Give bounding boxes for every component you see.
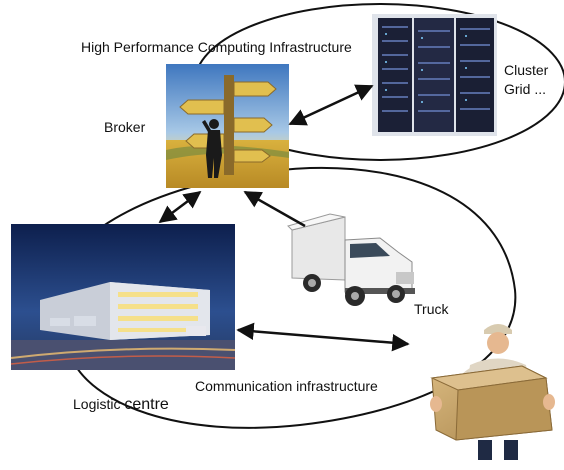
delivery-man-image [430,324,555,460]
arrow-truck-broker [243,190,306,228]
hpc-label: High Performance Computing Infrastructur… [81,39,352,55]
arrow-broker-logistic [158,190,202,224]
arrow-broker-cluster [288,84,374,126]
cluster-label: Cluster [504,62,549,78]
truck-image [287,213,415,306]
arrow-logistic-deliveryman [236,322,410,352]
logistic-label-prefix: Logistic [73,396,125,412]
broker-label: Broker [104,119,146,135]
logistic-centre-label: Logistic centre [73,396,169,414]
server-cluster-image [372,14,497,136]
grid-label: Grid ... [504,81,547,97]
communication-label: Communication infrastructure [195,378,378,394]
broker-image [166,64,289,188]
logistics-loop-ellipse [61,166,517,429]
truck-label: Truck [414,301,449,317]
logistic-centre-image [10,224,236,370]
logistic-label-suffix: centre [124,396,169,413]
